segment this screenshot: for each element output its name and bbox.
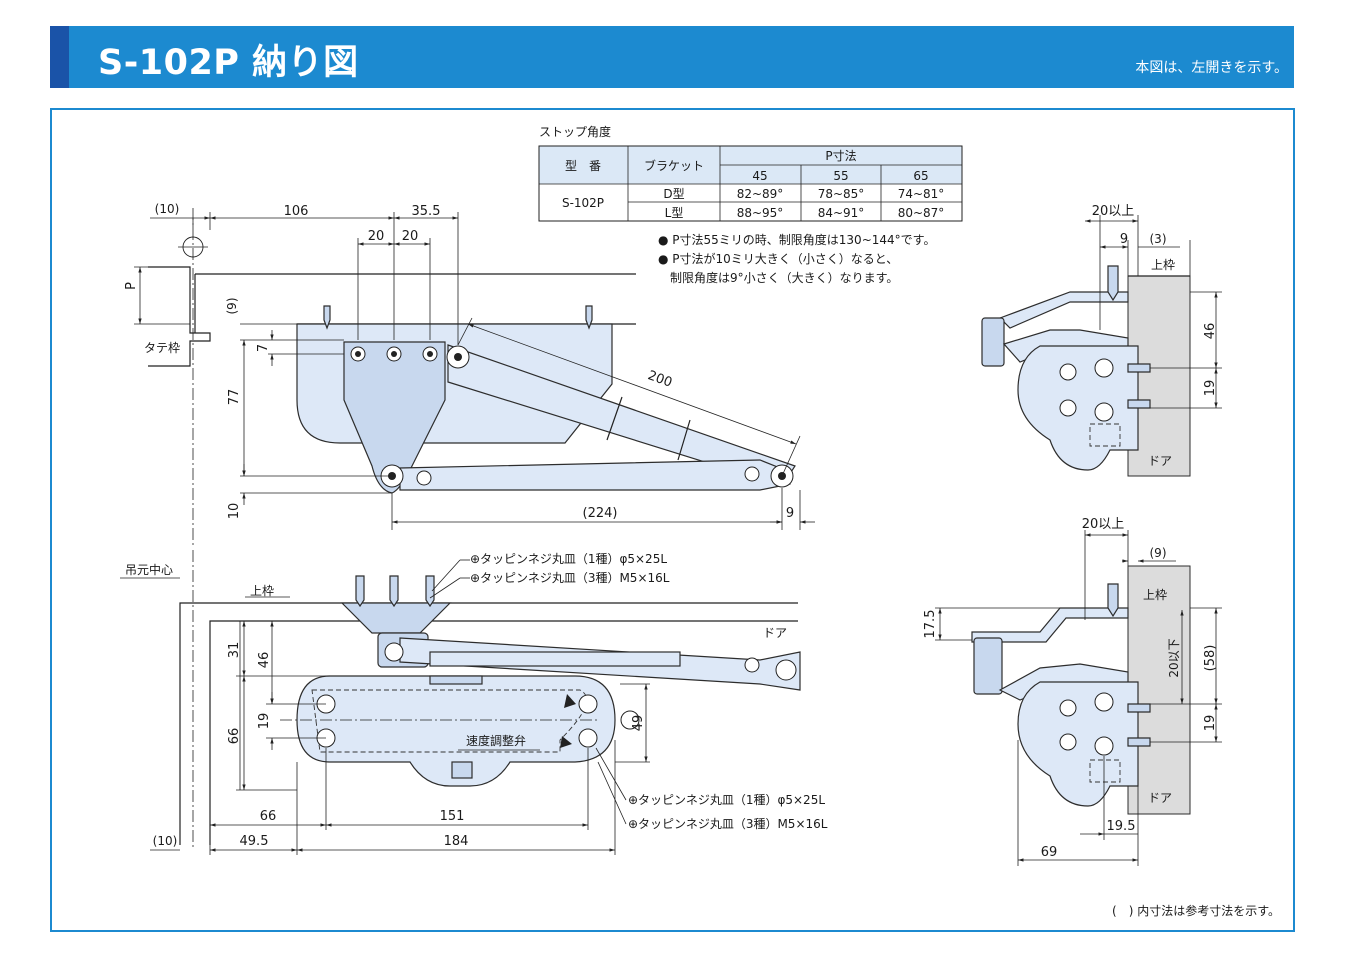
dim-20-up-l: 20以上 [1082,517,1125,532]
page-title: S-102P 納り図 [98,43,359,83]
p-value-65: 65 [913,169,928,183]
dim-19-front: 19 [257,713,272,730]
frame-bracket-front [340,602,452,634]
dim-17-5: 17.5 [923,610,938,639]
dim-20a: 20 [368,229,385,244]
title-banner [50,26,1294,88]
top-view: タテ枠 [124,202,815,545]
dim-224: (224) [583,506,618,521]
dim-9-l: (9) [1150,546,1167,560]
dim-10-vert: 10 [227,503,242,520]
closer-side-l [1017,681,1139,807]
speed-valve-label: 速度調整弁 [466,733,526,748]
door-label-d: ドア [1148,454,1172,468]
table-caption: ストップ角度 [539,124,611,139]
dim-66-vert: 66 [227,728,242,745]
dim-9-right: 9 [786,506,794,521]
col-bracket: ブラケット [644,158,704,173]
l-55: 84~91° [818,206,865,220]
dim-9-top: (9) [225,298,239,315]
dim-69: 69 [1041,845,1058,860]
dim-10-top: (10) [155,202,180,216]
dim-19-l: 19 [1203,715,1218,732]
side-view-d-bracket: 上枠 ドア 20以上 9 (3) 46 19 [981,204,1222,477]
upper-frame-label: 上枠 [250,584,274,598]
door-label-front: ドア [763,626,787,640]
dim-3-d: (3) [1150,232,1167,246]
screw-label-body-3: ⊕タッピンネジ丸皿（3種）M5×16L [628,817,828,831]
dim-151: 151 [440,809,465,824]
p-value-55: 55 [833,169,848,183]
reference-dim-note: ( ) 内寸法は参考寸法を示す。 [1112,903,1280,918]
dim-49-5: 49.5 [240,834,269,849]
dim-200: 200 [646,368,674,391]
bracket-l: L型 [665,206,684,220]
dim-184: 184 [444,834,469,849]
l-45: 88~95° [737,206,784,220]
link-rod-top [399,459,791,491]
stop-angle-table: ストップ角度 型 番 ブラケット P寸法 45 55 65 S-102P D型 … [538,124,963,222]
dim-46-d: 46 [1203,323,1218,340]
main-bracket-top [343,341,446,494]
dim-77: 77 [227,389,242,406]
hinge-center-label: 吊元中心 [125,562,173,577]
l-65: 80~87° [898,206,945,220]
dim-66: 66 [260,809,277,824]
d-65: 74~81° [898,187,945,201]
dim-P: P [124,282,139,290]
dim-19-5: 19.5 [1107,819,1136,834]
angle-notes: ● P寸法55ミリの時、制限角度は130~144°です。 ● P寸法が10ミリ大… [658,232,935,285]
dim-106: 106 [284,204,309,219]
dim-20-up-d: 20以上 [1092,204,1135,219]
col-model: 型 番 [565,159,601,173]
screw-label-body-1: ⊕タッピンネジ丸皿（1種）φ5×25L [628,793,825,807]
dim-9-d: 9 [1120,232,1128,247]
dim-31: 31 [227,642,242,659]
dim-35-5: 35.5 [412,204,441,219]
screw-label-top-3: ⊕タッピンネジ丸皿（3種）M5×16L [470,571,670,585]
d-45: 82~89° [737,187,784,201]
dim-10-front: (10) [153,834,178,848]
note-1: ● P寸法55ミリの時、制限角度は130~144°です。 [658,232,935,247]
side-view-l-bracket: 上枠 ドア 20以上 (9) 17.5 20以下 (58) 19 19.5 69 [923,517,1222,866]
dim-46-front: 46 [257,652,272,669]
dim-49: 49 [631,715,646,732]
dim-20b: 20 [402,229,419,244]
note-3: 制限角度は9°小さく（大きく）なります。 [658,270,898,285]
dim-20-down: 20以下 [1167,638,1181,677]
front-view: 吊元中心 上枠 ドア 速度調整弁 [120,550,828,855]
upper-frame-label-l: 上枠 [1143,588,1167,602]
d-55: 78~85° [818,187,865,201]
drawing-frame [50,108,1295,932]
door-label-l: ドア [1148,791,1172,805]
dim-7: 7 [256,344,271,352]
closer-side-d [1017,345,1139,471]
col-p-size: P寸法 [825,149,856,163]
p-value-45: 45 [752,169,767,183]
tate-frame-label: タテ枠 [144,341,180,355]
model-cell: S-102P [562,196,604,210]
upper-frame-label-d: 上枠 [1151,258,1175,272]
bracket-d: D型 [663,187,684,201]
orientation-note: 本図は、左開きを示す。 [1135,60,1288,76]
note-2: ● P寸法が10ミリ大きく（小さく）なると、 [658,251,898,266]
dim-19-d: 19 [1203,380,1218,397]
screw-label-top-1: ⊕タッピンネジ丸皿（1種）φ5×25L [470,552,667,566]
title-banner-accent [50,26,69,88]
dim-58: (58) [1203,645,1218,672]
